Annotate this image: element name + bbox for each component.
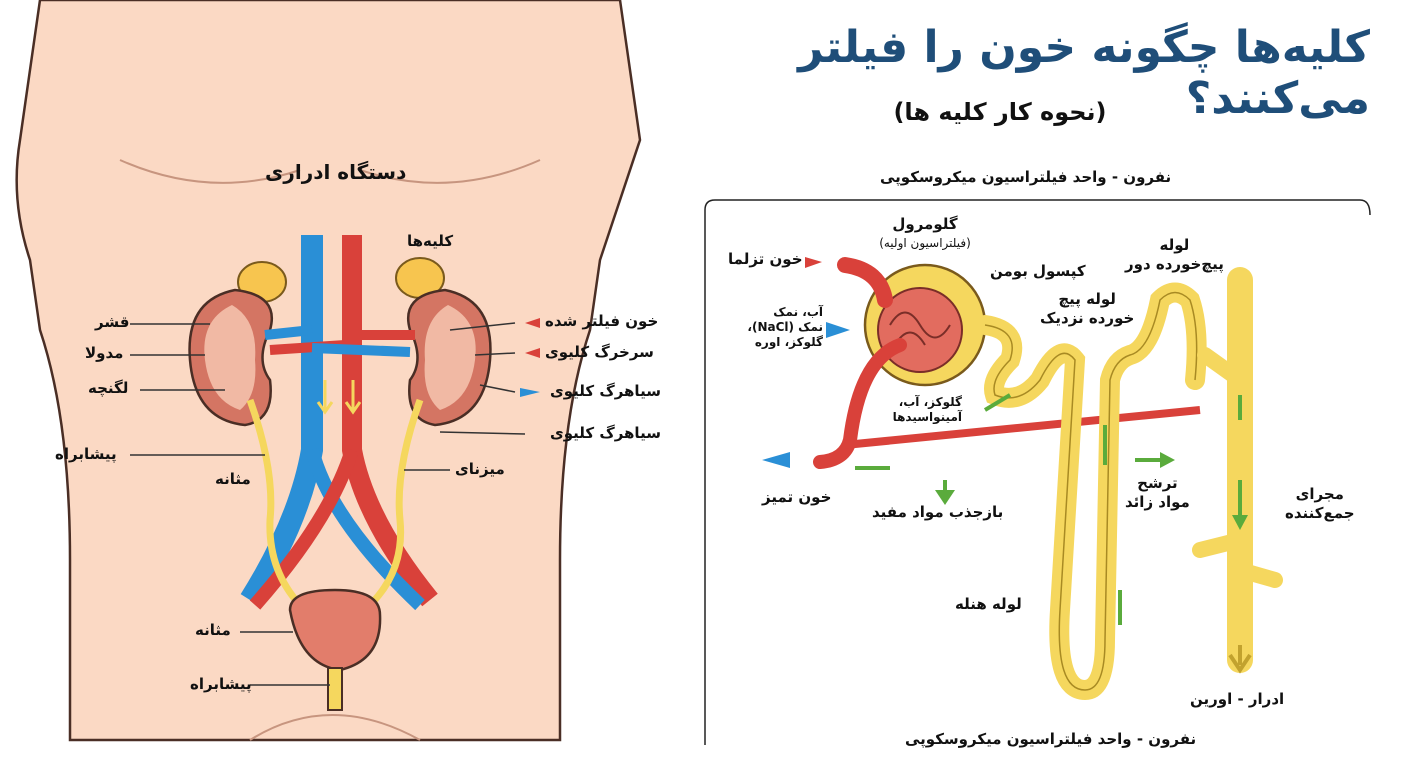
bladder: [288, 588, 382, 672]
label-bowman: کپسول بومن: [990, 262, 1086, 280]
label-dirty-blood: خون تزلما: [728, 250, 803, 268]
label-glomerulus-note: (فیلتراسیون اولیه): [879, 236, 971, 250]
label-bladder: مثانه: [195, 621, 231, 639]
label-bladder-inner: مثانه: [215, 470, 251, 488]
page-subtitle: (نحوه کار کلیه ها): [893, 98, 1107, 126]
kidneys-label: کلیه‌ها: [407, 232, 454, 250]
label-urethra-bottom: پیشابراه: [190, 675, 252, 693]
label-pct: لوله پیچ خورده نزدیک: [1040, 290, 1135, 327]
label-dct: لوله پیچ‌خورده دور: [1125, 236, 1224, 273]
label-cortex: قشر: [95, 313, 130, 331]
label-renal-artery: سرخرگ کلیوی: [545, 343, 654, 361]
label-secretion: ترشح مواد زائد: [1125, 474, 1190, 511]
label-renal-vein-1: سیاهرگ کلیوی: [550, 382, 661, 400]
urinary-system-title: دستگاه ادراری: [265, 160, 407, 184]
nephron-section-title: نفرون - واحد فیلتراسیون میکروسکوپی: [880, 168, 1172, 186]
label-medulla: مدولا: [85, 344, 124, 362]
label-reabsorbed: گلوکز، آب، آمینواسیدها: [892, 395, 962, 424]
label-ureter: میزنای: [455, 460, 505, 478]
label-urine: ادرار - اورین: [1190, 690, 1285, 708]
label-pelvis: لگنچه: [88, 379, 129, 397]
page-title: کلیه‌ها چگونه خون را فیلتر می‌کنند؟: [798, 22, 1370, 124]
label-loop-henle: لوله هنله: [955, 595, 1022, 613]
label-collecting-duct: مجرای جمع‌کننده: [1285, 485, 1355, 522]
label-glomerulus: گلومرول: [892, 215, 958, 233]
torso-illustration: [15, 0, 642, 742]
label-filtered-blood: خون فیلتر شده: [545, 312, 659, 330]
label-renal-vein-2: سیاهرگ کلیوی: [550, 424, 661, 442]
label-clean-blood: خون تمیز: [762, 488, 832, 506]
label-inputs: آب، نمک نمک (NaCl)، گلوکز، اوره: [747, 305, 823, 349]
label-reabsorption: بازجذب مواد مفید: [872, 503, 1004, 521]
nephron-bottom-caption: نفرون - واحد فیلتراسیون میکروسکوپی: [905, 730, 1197, 748]
label-urethra: پیشابراه: [55, 445, 117, 463]
